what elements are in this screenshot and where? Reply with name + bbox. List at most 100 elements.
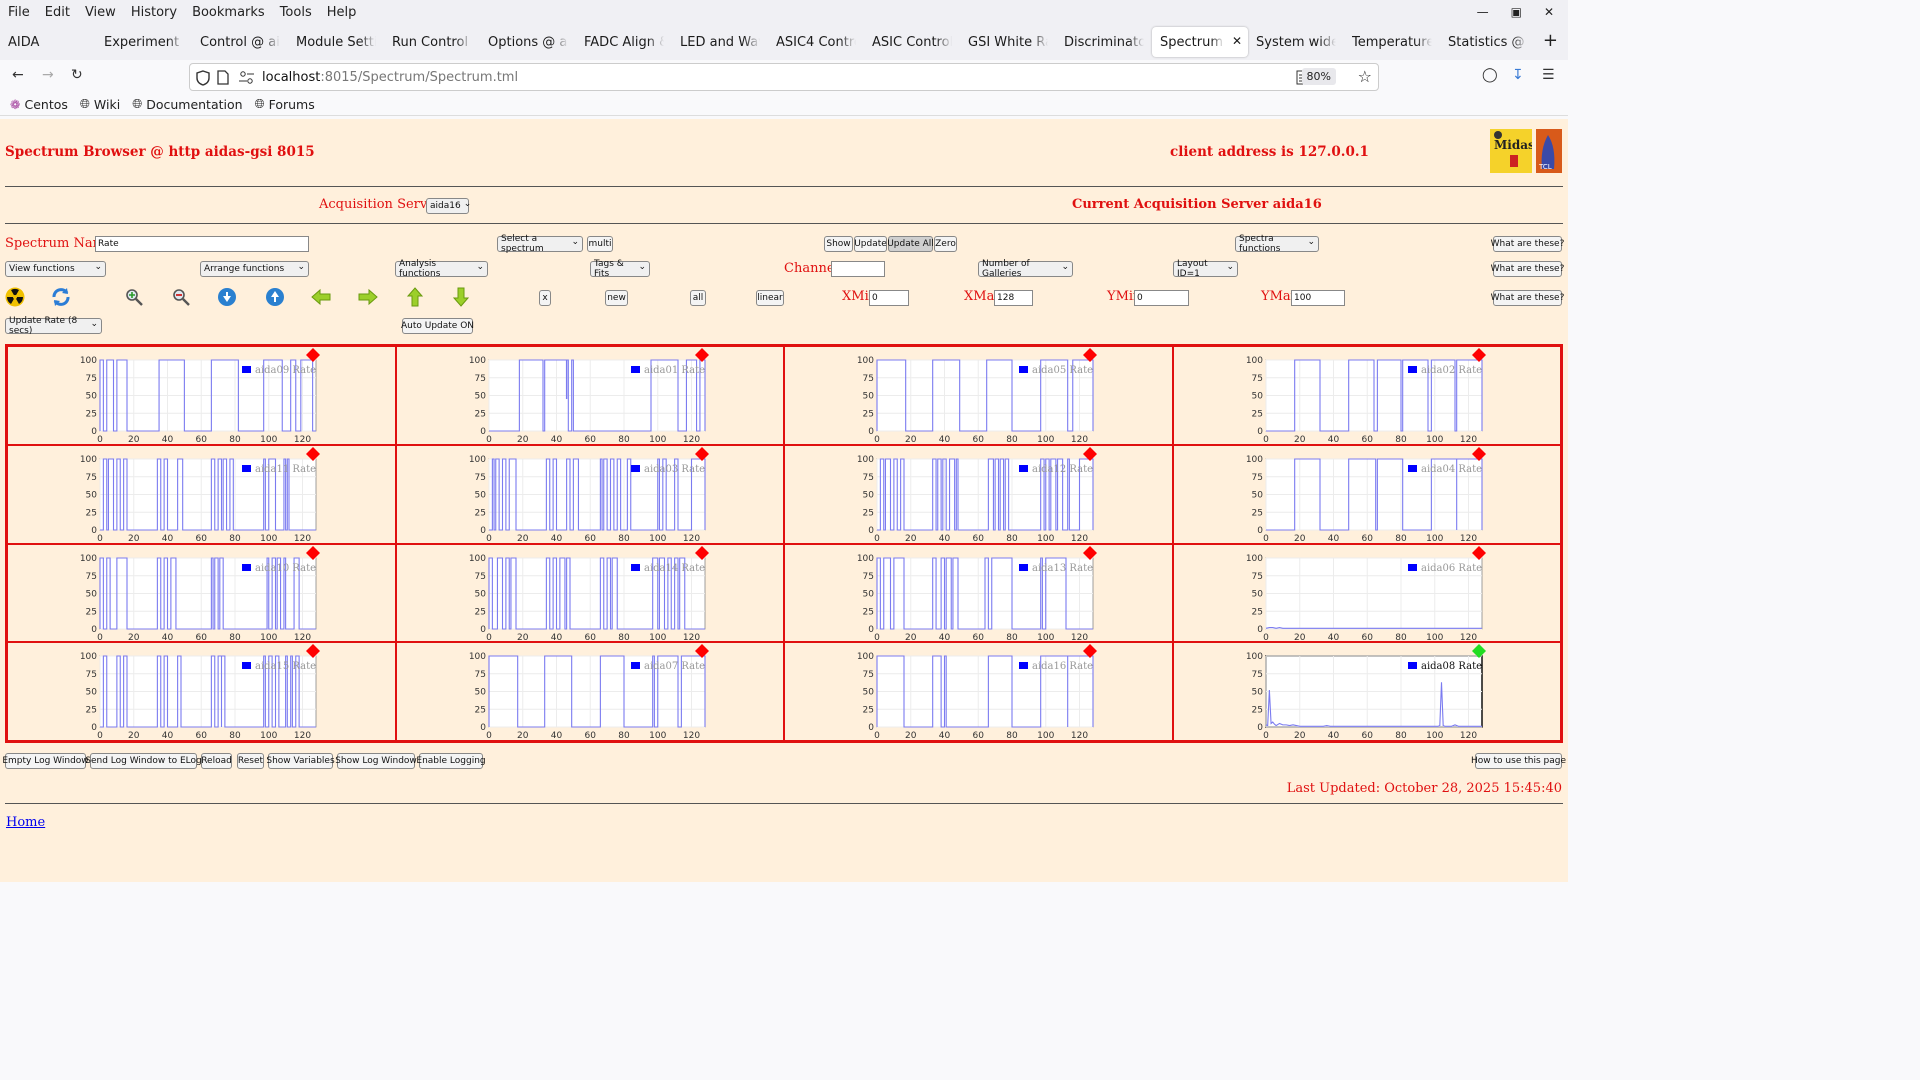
bookmark-documentation[interactable]: 🌐︎Documentation — [132, 96, 243, 112]
close-window-icon[interactable]: ✕ — [1543, 5, 1554, 19]
hamburger-menu-icon[interactable]: ☰ — [1542, 67, 1555, 83]
tags-fits-dropdown[interactable]: Tags & Fits — [590, 259, 650, 279]
bottom-button-5[interactable]: Show Log Window — [335, 753, 417, 769]
status-diamond-icon[interactable] — [694, 644, 709, 659]
url-text[interactable]: localhost:8015/Spectrum/Spectrum.tml — [262, 70, 519, 85]
minimize-icon[interactable]: — — [1476, 5, 1489, 19]
home-link[interactable]: Home — [6, 815, 46, 830]
status-diamond-icon[interactable] — [306, 545, 320, 560]
zoom-in-icon[interactable] — [124, 287, 144, 307]
status-diamond-icon[interactable] — [306, 446, 320, 461]
x-button[interactable]: x — [539, 290, 551, 306]
channel-input[interactable] — [831, 261, 885, 277]
all-button[interactable]: all — [690, 290, 706, 306]
arrow-right-icon[interactable] — [358, 287, 378, 307]
tab-11[interactable]: Spectrum Bro✕ — [1152, 27, 1248, 57]
update-all-button[interactable]: Update All — [887, 236, 934, 252]
tab-10[interactable]: Discriminator c — [1056, 27, 1152, 57]
tab-13[interactable]: Temperature a — [1344, 27, 1440, 57]
permissions-icon[interactable] — [238, 70, 256, 85]
menu-view[interactable]: View — [84, 4, 116, 20]
arrow-down-circle-icon[interactable] — [217, 287, 237, 307]
xmin-input[interactable] — [869, 290, 909, 306]
menu-edit[interactable]: Edit — [44, 4, 70, 20]
status-diamond-icon[interactable] — [1083, 545, 1097, 560]
forward-icon[interactable]: → — [42, 67, 54, 83]
analysis-functions-dropdown[interactable]: Analysis functions — [395, 259, 488, 279]
spectra-functions-dropdown[interactable]: Spectra functions — [1235, 234, 1319, 254]
maximize-icon[interactable]: ▣ — [1510, 5, 1522, 19]
what-are-these-button[interactable]: What are these? — [1491, 236, 1564, 252]
acquisition-server-select[interactable]: aida16 — [426, 198, 469, 214]
close-tab-icon[interactable]: ✕ — [1231, 34, 1242, 48]
tab-8[interactable]: ASIC Control @ — [864, 27, 960, 57]
status-diamond-icon[interactable] — [1083, 348, 1097, 362]
status-diamond-icon[interactable] — [1471, 348, 1486, 362]
tab-6[interactable]: LED and Wave — [672, 27, 768, 57]
arrow-left-icon[interactable] — [311, 287, 331, 307]
bottom-button-4[interactable]: Show Variables — [266, 753, 335, 769]
status-diamond-icon[interactable] — [694, 545, 709, 560]
tab-14[interactable]: Statistics @ ai — [1440, 27, 1536, 57]
zero-button[interactable]: Zero — [934, 236, 957, 252]
bottom-button-3[interactable]: Reset — [237, 753, 264, 769]
tab-3[interactable]: Run Control @ — [384, 27, 480, 57]
menu-history[interactable]: History — [130, 4, 178, 20]
update-button[interactable]: Update — [854, 236, 887, 252]
spectrum-name-input[interactable] — [95, 236, 309, 252]
select-spectrum-dropdown[interactable]: Select a spectrum — [497, 234, 583, 254]
tab-4[interactable]: Options @ aida — [480, 27, 576, 57]
menu-file[interactable]: File — [8, 4, 30, 20]
status-diamond-icon[interactable] — [1083, 644, 1097, 659]
bottom-button-1[interactable]: Send Log Window to ELog — [85, 753, 202, 769]
back-icon[interactable]: ← — [12, 67, 24, 83]
reload-icon[interactable]: ↻ — [71, 67, 83, 83]
status-diamond-icon[interactable] — [306, 348, 320, 362]
arrow-down-icon[interactable] — [451, 287, 471, 307]
arrow-up-circle-icon[interactable] — [265, 287, 285, 307]
radiation-icon[interactable] — [5, 287, 25, 307]
view-functions-dropdown[interactable]: View functions — [5, 261, 106, 277]
menu-tools[interactable]: Tools — [279, 4, 312, 20]
zoom-level[interactable]: 80% — [1301, 68, 1336, 85]
ymax-input[interactable] — [1291, 290, 1345, 306]
update-rate-dropdown[interactable]: Update Rate (8 secs) — [5, 316, 102, 336]
tab-2[interactable]: Module Setting — [288, 27, 384, 57]
arrange-functions-dropdown[interactable]: Arrange functions — [200, 261, 309, 277]
pocket-icon[interactable]: ◯ — [1482, 67, 1498, 83]
status-diamond-icon[interactable] — [1471, 545, 1486, 560]
status-diamond-icon[interactable] — [1083, 446, 1097, 461]
linear-button[interactable]: linear — [756, 290, 784, 306]
menu-bookmarks[interactable]: Bookmarks — [192, 4, 265, 20]
new-tab-icon[interactable]: + — [1542, 30, 1558, 51]
bookmark-star-icon[interactable]: ☆ — [1357, 67, 1372, 86]
tab-7[interactable]: ASIC4 Control — [768, 27, 864, 57]
bookmark-wiki[interactable]: 🌐︎Wiki — [79, 96, 121, 112]
status-diamond-icon[interactable] — [694, 348, 709, 362]
status-diamond-icon[interactable] — [694, 446, 709, 461]
status-diamond-icon[interactable] — [1471, 644, 1486, 659]
bottom-button-6[interactable]: Enable Logging — [416, 753, 486, 769]
layout-dropdown[interactable]: Layout ID=1 — [1173, 259, 1238, 279]
